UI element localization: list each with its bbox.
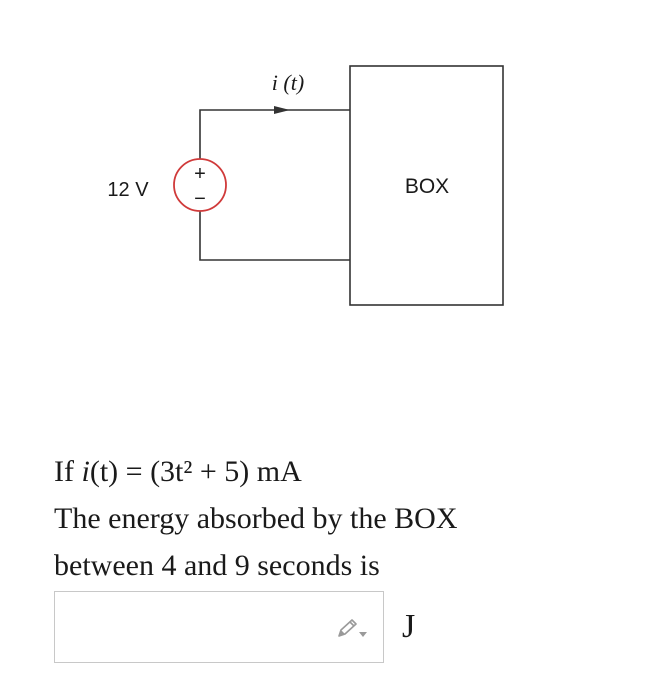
voltage-source-circle	[173, 158, 227, 212]
answer-input[interactable]	[55, 592, 383, 662]
source-minus-sign: −	[194, 188, 206, 210]
source-plus-sign: +	[194, 163, 206, 185]
circuit-diagram: i (t) BOX + − 12 V	[107, 65, 504, 306]
current-label: i (t)	[272, 70, 304, 95]
question-text: If i(t) = (3t² + 5) mA The energy absorb…	[54, 448, 634, 589]
top-wire	[199, 109, 350, 164]
question-line-1: If i(t) = (3t² + 5) mA	[54, 448, 634, 495]
current-function-symbol: i	[81, 455, 90, 488]
answer-unit: J	[402, 608, 416, 645]
voltage-source: + −	[173, 158, 227, 212]
pencil-icon[interactable]	[335, 618, 369, 640]
answer-field[interactable]	[54, 591, 384, 663]
box-label: BOX	[405, 175, 449, 198]
circuit-wires	[199, 109, 350, 261]
box-element	[349, 65, 504, 306]
question-line-2: The energy absorbed by the BOX	[54, 502, 458, 535]
current-arrow	[274, 106, 290, 114]
current-unit: mA	[249, 455, 302, 488]
question-line-3: between 4 and 9 seconds is	[54, 549, 380, 582]
bottom-wire	[199, 206, 350, 261]
source-voltage-label: 12 V	[107, 179, 149, 201]
question-if: If	[54, 455, 82, 488]
answer-row: J	[54, 590, 415, 664]
current-function-expression: (t) = (3t² + 5)	[89, 455, 250, 488]
